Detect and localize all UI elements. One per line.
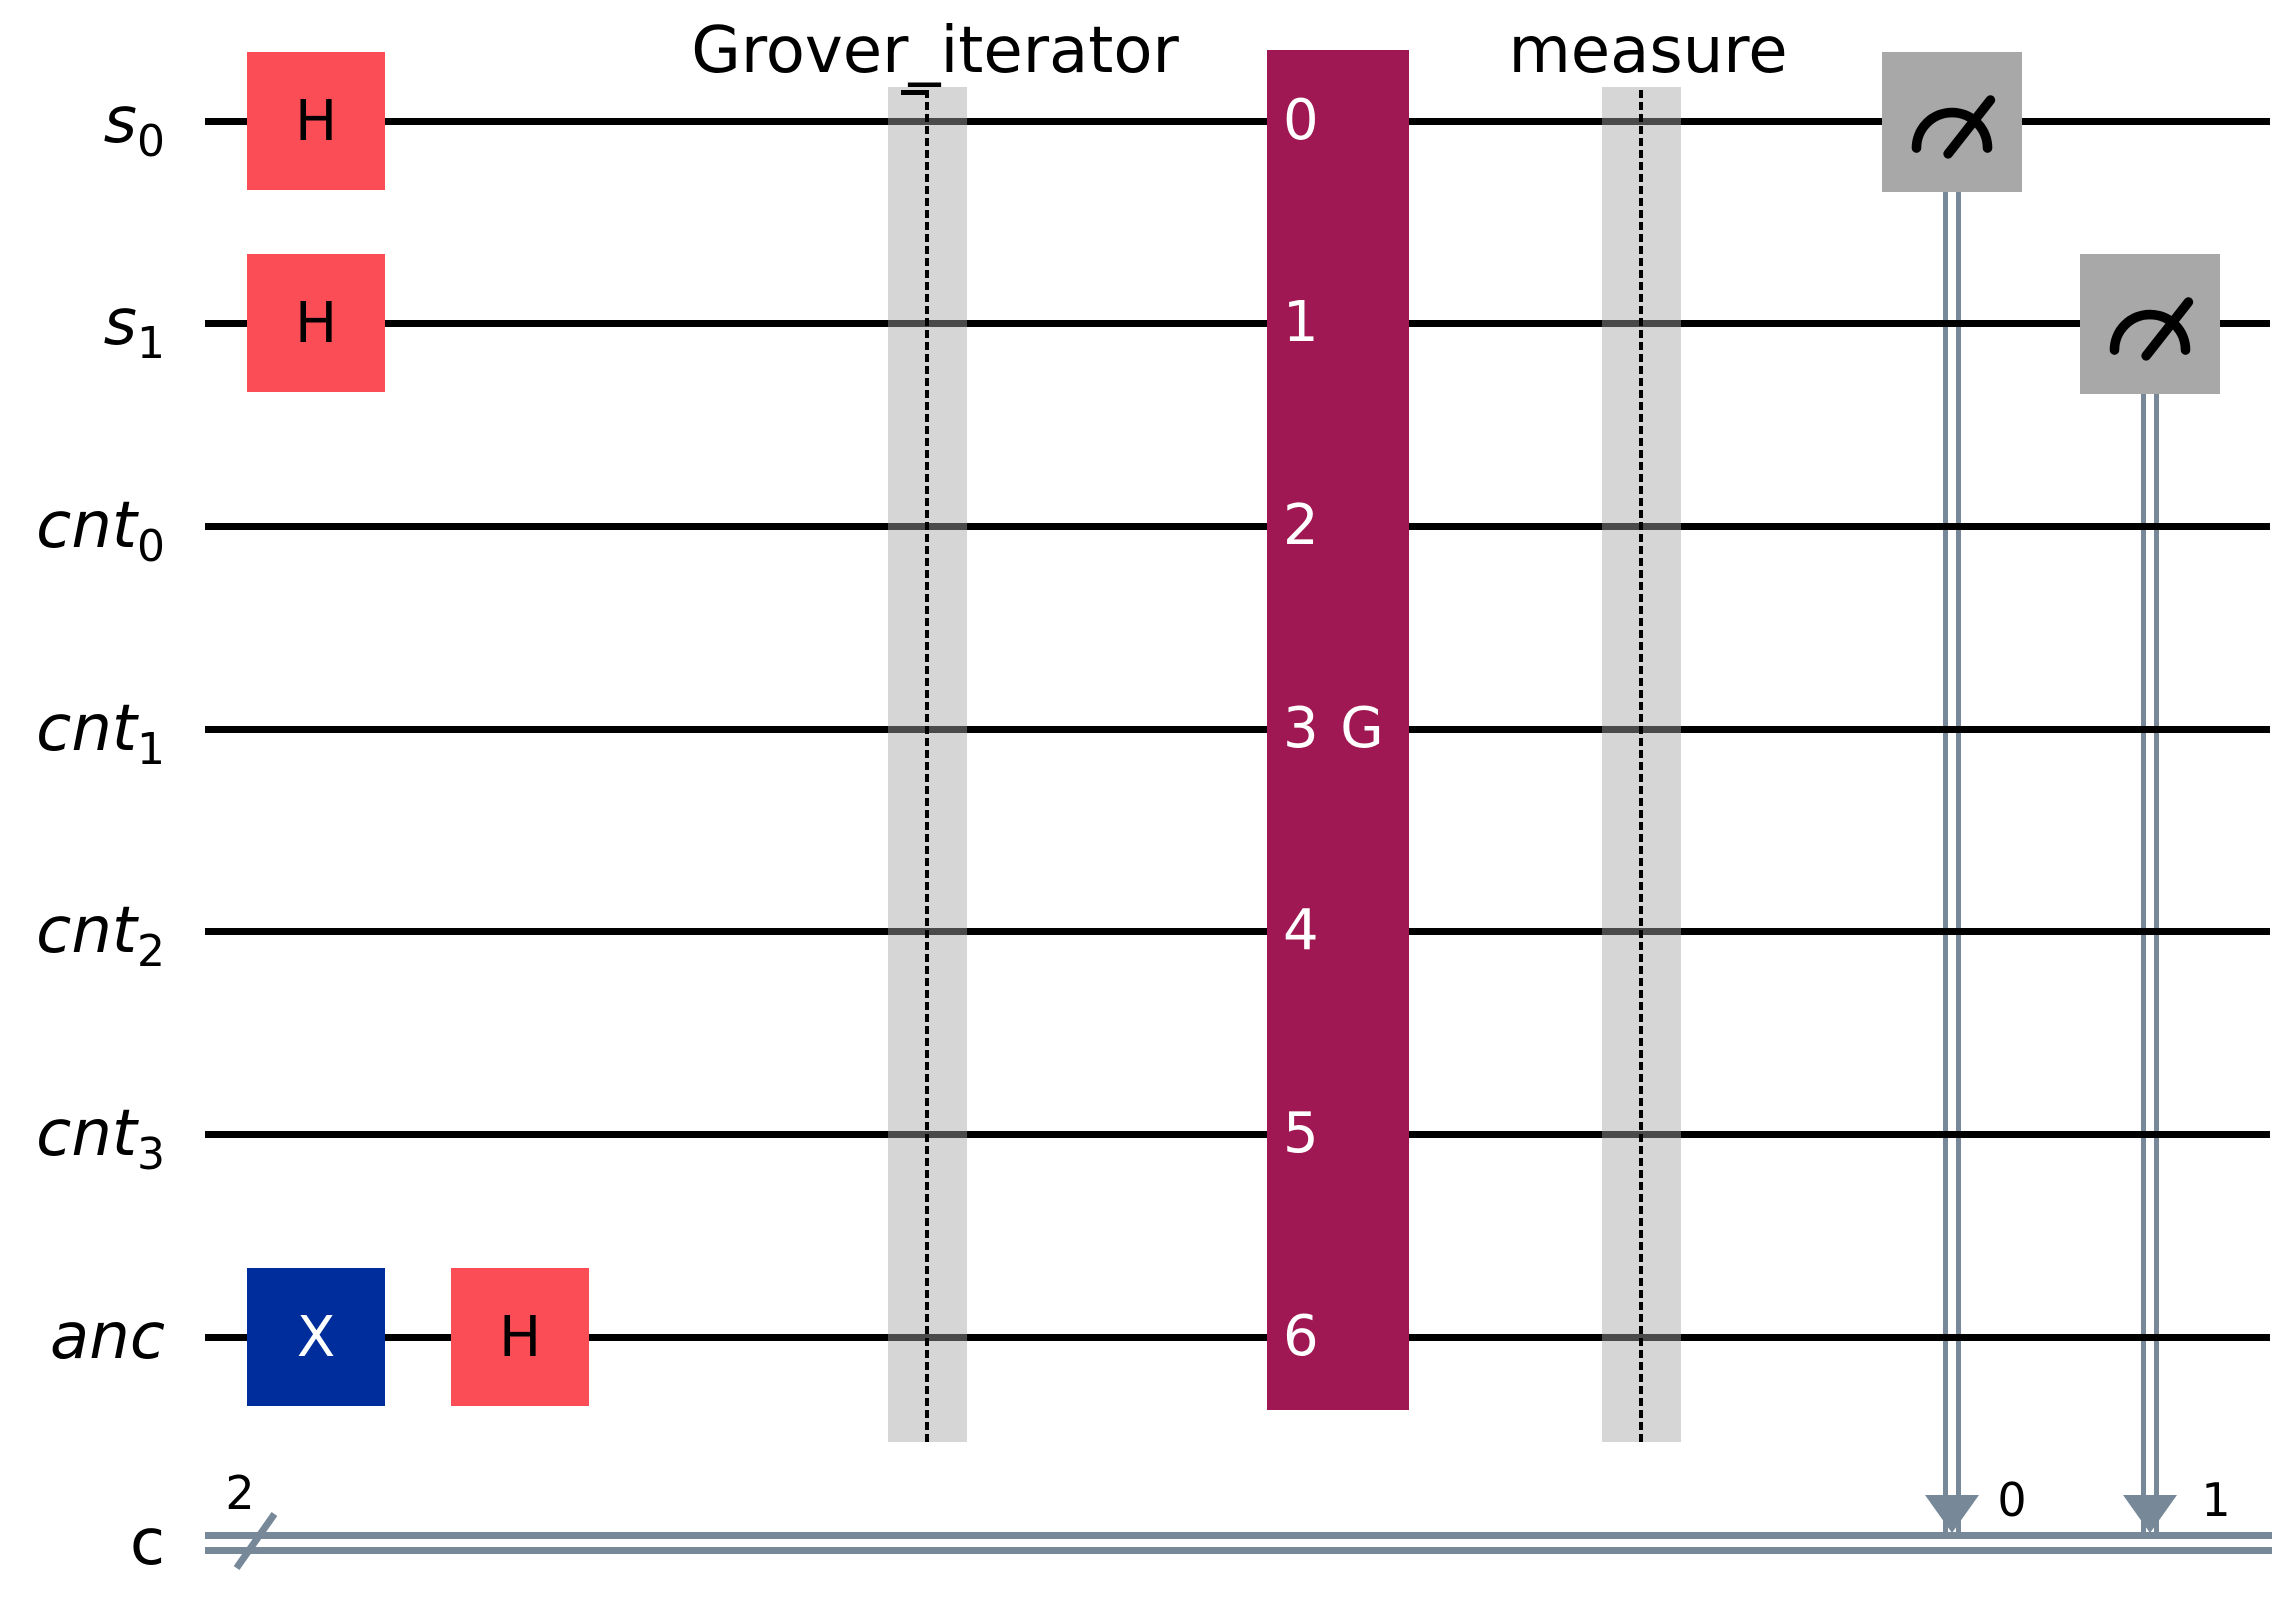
grover-qubit-index: 4 xyxy=(1283,898,1319,963)
classical-wire xyxy=(205,1532,2272,1539)
grover-gate-label: G xyxy=(1340,696,1384,761)
wire-s1 xyxy=(205,320,2270,327)
measure-icon xyxy=(1911,95,1996,159)
classical-register-slash xyxy=(233,1511,278,1571)
grover-qubit-index: 2 xyxy=(1283,493,1319,558)
clbit-label-1: 1 xyxy=(2201,1473,2231,1527)
measure-connector-line xyxy=(1943,192,1948,1532)
wire-label-cnt1: cnt1 xyxy=(36,692,165,775)
wire-s0 xyxy=(205,118,2270,125)
x-gate-anc: X xyxy=(247,1268,385,1406)
measure-connector-line xyxy=(2141,394,2146,1532)
wire-label-cnt3: cnt3 xyxy=(36,1097,165,1180)
grover-qubit-index: 3 xyxy=(1283,696,1319,761)
h-gate-anc: H xyxy=(451,1268,589,1406)
grover-gate-box: 0 1 2 3 4 5 6 G xyxy=(1267,50,1409,1410)
measure-arrow-icon xyxy=(2123,1495,2177,1533)
wire-label-cnt0: cnt0 xyxy=(36,489,165,572)
barrier-label-grover-iterator: Grover_iterator xyxy=(691,14,1179,88)
measure-icon xyxy=(2109,297,2194,361)
wire-cnt0 xyxy=(205,523,2270,530)
wire-cnt2 xyxy=(205,928,2270,935)
wire-label-s1: s1 xyxy=(103,286,165,369)
barrier-label-measure: measure xyxy=(1508,14,1788,88)
wire-cnt3 xyxy=(205,1131,2270,1138)
classical-register-size: 2 xyxy=(225,1466,255,1520)
wire-cnt1 xyxy=(205,726,2270,733)
measure-connector-line xyxy=(2154,394,2159,1532)
barrier-top-tick xyxy=(901,90,927,95)
wire-label-cnt2: cnt2 xyxy=(36,894,165,977)
grover-qubit-index: 6 xyxy=(1283,1304,1319,1369)
wire-label-s0: s0 xyxy=(103,84,165,167)
measure-gate-s1 xyxy=(2080,254,2220,394)
barrier-dashed-line xyxy=(1639,90,1643,1442)
h-gate-s1: H xyxy=(247,254,385,392)
clbit-label-0: 0 xyxy=(1997,1473,2027,1527)
grover-qubit-index: 5 xyxy=(1283,1101,1319,1166)
wire-label-anc: anc xyxy=(50,1300,165,1374)
measure-gate-s0 xyxy=(1882,52,2022,192)
h-gate-s0: H xyxy=(247,52,385,190)
barrier-dashed-line xyxy=(925,90,929,1442)
wire-anc xyxy=(205,1334,2270,1341)
measure-connector-line xyxy=(1956,192,1961,1532)
measure-arrow-icon xyxy=(1925,1495,1979,1533)
wire-label-c: c xyxy=(129,1506,165,1580)
grover-qubit-index: 1 xyxy=(1283,290,1319,355)
classical-wire xyxy=(205,1547,2272,1554)
grover-qubit-index: 0 xyxy=(1283,88,1319,153)
